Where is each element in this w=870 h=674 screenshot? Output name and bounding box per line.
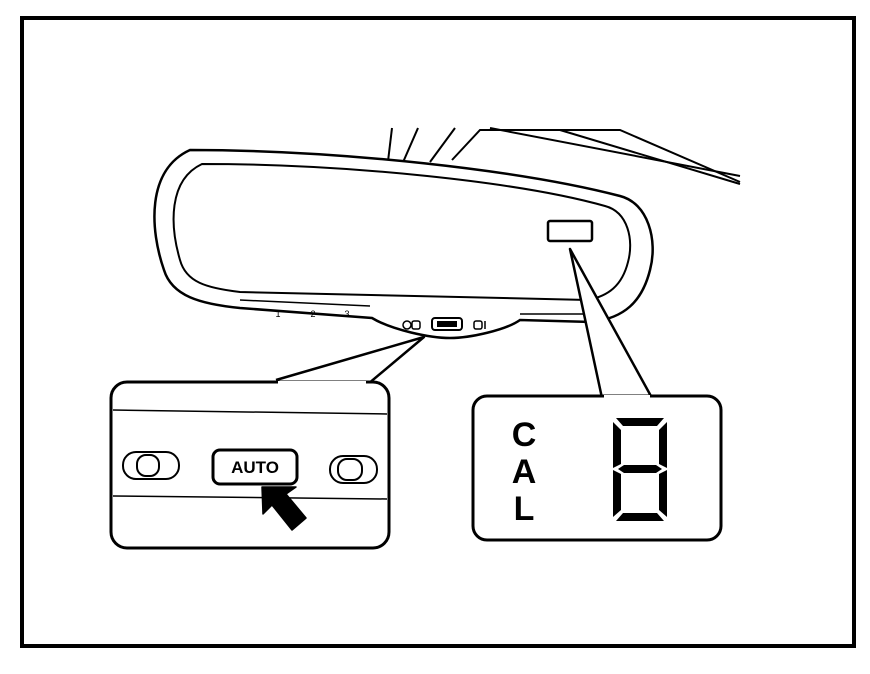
callout-left-button[interactable] <box>122 451 180 480</box>
callout-bezel-bottom-line <box>112 495 388 500</box>
cal-letter-l: L <box>514 490 535 528</box>
callout-pointer-left <box>275 335 426 385</box>
auto-button-label: AUTO <box>231 458 279 477</box>
mirror-label-1: 1 <box>275 309 280 319</box>
cal-letter-c: C <box>512 416 537 454</box>
mirror-left-button[interactable] <box>402 320 421 330</box>
mirror-label-3: 3 <box>344 309 349 319</box>
windshield-lines <box>385 127 741 185</box>
mirror-label-2: 2 <box>310 309 315 319</box>
rearview-mirror: 1 2 3 <box>153 148 654 340</box>
callout-box-right <box>471 394 723 542</box>
callout-right-button[interactable] <box>329 455 378 484</box>
segment-g <box>618 465 662 473</box>
segment-e <box>613 470 621 517</box>
callout-pointer-right <box>568 247 654 399</box>
segment-c <box>659 470 667 517</box>
figure-frame <box>20 16 856 648</box>
callout-bezel-top-line <box>112 409 388 415</box>
mirror-lower-edge <box>239 299 590 315</box>
mirror-glass <box>172 162 632 302</box>
mirror-auto-button-label-mark <box>437 321 457 327</box>
segment-f <box>613 422 621 468</box>
compass-display-window <box>546 219 594 243</box>
mirror-right-button[interactable] <box>473 320 486 330</box>
compass-display-callout: C A L <box>471 247 723 542</box>
segment-b <box>659 422 667 468</box>
cal-letter-a: A <box>512 453 537 491</box>
seven-segment-digit <box>613 418 667 521</box>
segment-d <box>616 513 664 521</box>
callout-auto-button[interactable]: AUTO <box>211 448 299 486</box>
segment-a <box>616 418 664 426</box>
auto-button-callout: AUTO <box>109 335 426 550</box>
press-arrow-icon <box>261 486 307 531</box>
